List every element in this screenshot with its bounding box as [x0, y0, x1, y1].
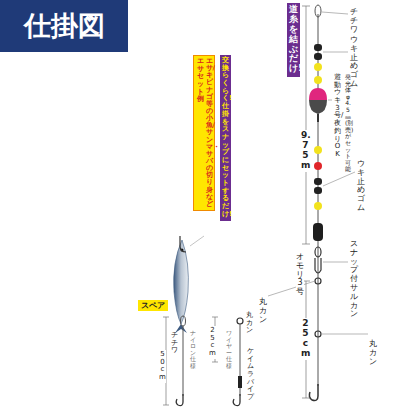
bead	[314, 146, 322, 154]
purple-callout: 交換らくらく!仕掛をスナップにセットするだけ!	[220, 55, 231, 221]
float-stopper	[314, 44, 322, 51]
sinker	[313, 223, 323, 241]
chichiwa-loop	[315, 5, 321, 17]
part-label: チチワ	[171, 332, 178, 355]
hook	[180, 236, 186, 252]
pipe	[238, 376, 242, 388]
part-label: 丸カン	[369, 340, 377, 366]
node-text: 交換らくらく!仕掛をスナップにセットするだけ!	[222, 57, 229, 218]
part-label: ケイムラパイプ	[247, 348, 254, 402]
purple-callout: 道糸を結ぶだけ!	[287, 3, 300, 77]
part-label: 遊動ウキ3号/夜釣りOK	[334, 74, 341, 159]
swivel	[315, 247, 321, 257]
node-text: エサ/キビナゴ等の小魚/サンマ・サバの切り身など	[206, 58, 213, 208]
dimension-line	[306, 6, 307, 244]
part-label: 丸カン	[259, 298, 267, 324]
part-label: 丸カン	[246, 312, 253, 335]
bait-box: エサ/キビナゴ等の小魚/サンマ・サバの切り身などエサセット例	[193, 55, 215, 211]
node-text: 道糸を結ぶだけ!	[289, 5, 298, 74]
spare-line	[183, 326, 184, 396]
spec-note: ワイヤー仕様	[226, 330, 232, 370]
node-text: 仕掛図	[24, 8, 105, 44]
bead	[314, 202, 322, 210]
dimension-label: 25cm	[301, 318, 310, 360]
ring	[315, 278, 321, 284]
float-top	[309, 88, 327, 100]
part-label: スナップ付サルカン	[350, 240, 358, 319]
part-label: オモリ3号	[296, 252, 304, 298]
part-label: チチワ	[350, 8, 358, 34]
float-stopper	[314, 178, 322, 185]
float-stopper	[314, 53, 322, 60]
float-bottom	[309, 100, 327, 114]
spare-tag: スペア	[138, 300, 168, 311]
bead	[314, 63, 322, 71]
node-text: エサセット例	[197, 58, 204, 104]
part-label: 発光体φ4.5㎜(別売)がセット可能	[345, 74, 351, 173]
bait-fish	[174, 240, 189, 324]
hook	[309, 384, 318, 401]
spec-note: ナイロン仕様	[190, 330, 196, 370]
part-label: ウキ止めゴム	[350, 36, 358, 89]
snap	[315, 258, 321, 273]
dimension-label: 9.75m	[301, 130, 310, 172]
bead	[314, 76, 322, 84]
bead	[314, 162, 322, 170]
title-banner: 仕掛図	[0, 0, 128, 52]
dimension-label: 50cm	[159, 350, 166, 383]
part-label: ウキ止めゴム	[357, 160, 365, 213]
ring	[315, 331, 321, 337]
dimension-label: 25cm	[209, 326, 216, 359]
float-stopper	[314, 187, 322, 194]
